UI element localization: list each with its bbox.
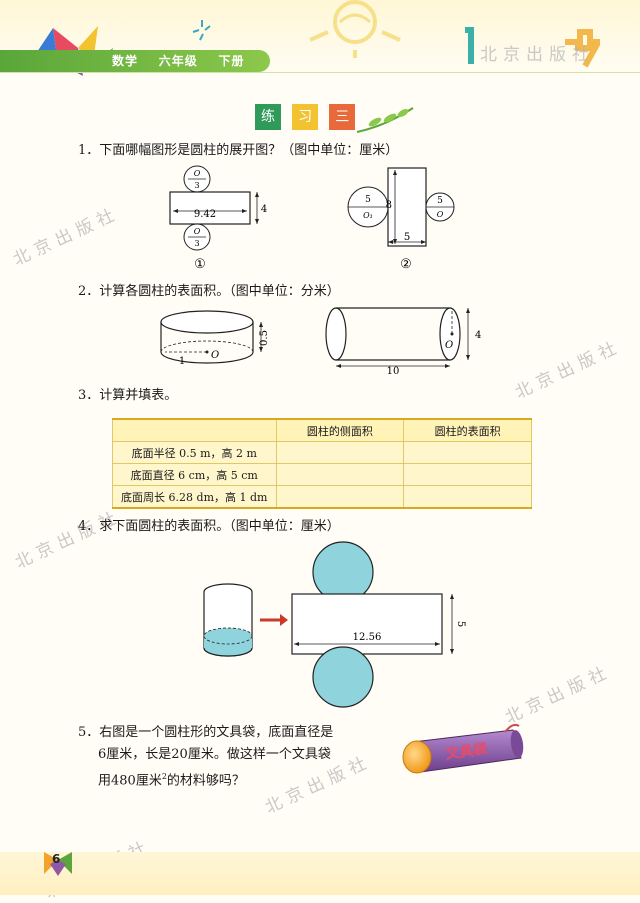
- q1-figure-2: 5 O₁ 5 O 8 5 ②: [347, 167, 455, 272]
- fig2-left-radius: 5: [365, 195, 371, 205]
- watermark: 北京出版社: [480, 45, 595, 65]
- section-title-char: 习: [292, 104, 319, 130]
- sun-icon: [309, 0, 401, 58]
- table-row-label: 底面直径 6 cm，高 5 cm: [112, 463, 277, 486]
- table-row: 底面半径 0.5 m，高 2 m: [112, 441, 532, 464]
- question-5-text: 5．右图是一个圆柱形的文具袋，底面直径是 6厘米，长是20厘米。做这样一个文具袋…: [78, 722, 333, 792]
- question-1-text: 1．下面哪幅图形是圆柱的展开图？（图中单位：厘米）: [78, 143, 399, 158]
- table-header-cell: 圆柱的表面积: [403, 418, 532, 442]
- header-grade: 六年级: [158, 54, 198, 68]
- watermark: 北京出版社: [512, 336, 625, 404]
- header-term: 下册: [218, 54, 245, 68]
- q5-line-1: 5．右图是一个圆柱形的文具袋，底面直径是: [78, 725, 334, 740]
- answer-cell[interactable]: [275, 485, 405, 509]
- section-title: 练 习 三: [255, 104, 356, 130]
- cyl2-center: O: [445, 340, 453, 351]
- q4-width: 12.56: [353, 632, 382, 643]
- section-title-char: 三: [329, 104, 356, 130]
- cyl2-diameter: 4: [475, 330, 481, 341]
- fig1-top-denominator: 3: [194, 181, 199, 190]
- watermark: 北京出版社: [10, 203, 123, 271]
- answer-cell[interactable]: [275, 441, 405, 464]
- fig2-height: 8: [386, 200, 392, 211]
- footer-band: [0, 852, 640, 895]
- watermark: 北京出版社: [12, 506, 125, 574]
- fig1-bottom-numerator: O: [194, 227, 201, 236]
- fig2-width: 5: [404, 232, 410, 243]
- cyl1-height: 0.5: [259, 330, 270, 346]
- q5-superscript: 2: [161, 772, 167, 781]
- table-row: 底面周长 6.28 dm，高 1 dm: [112, 485, 532, 509]
- table-row: 底面直径 6 cm，高 5 cm: [112, 463, 532, 486]
- table-row-label: 底面半径 0.5 m，高 2 m: [112, 441, 277, 464]
- q2-cylinder-1: O 1 0.5: [160, 310, 270, 367]
- cyl2-length: 10: [387, 366, 400, 377]
- fig2-right-center: O: [437, 210, 444, 219]
- fig1-top-numerator: O: [194, 169, 201, 178]
- answer-cell[interactable]: [403, 463, 532, 486]
- question-2-text: 2．计算各圆柱的表面积。（图中单位：分米）: [78, 284, 340, 299]
- answer-cell[interactable]: [275, 463, 405, 486]
- q1-figure-1: O 3 9.42 4 O 3 ①: [169, 165, 267, 272]
- decor-numbers: [465, 27, 601, 68]
- page-number-badge: [44, 852, 72, 876]
- table-header-cell: [112, 418, 277, 442]
- fill-table: 圆柱的侧面积 圆柱的表面积 底面半径 0.5 m，高 2 m 底面直径 6 cm…: [112, 418, 532, 509]
- answer-cell[interactable]: [403, 485, 532, 509]
- q2-cylinder-2: O 4 10: [325, 307, 481, 377]
- q5-line-3: 用480厘米2的材料够吗？: [78, 766, 333, 792]
- sparkle-icon: [192, 20, 211, 41]
- fig1-label: ①: [194, 257, 206, 272]
- question-3-text: 3．计算并填表。: [78, 388, 178, 403]
- pencil-case-image: 文具袋: [402, 723, 524, 774]
- section-title-char: 练: [255, 104, 281, 130]
- table-header-row: 圆柱的侧面积 圆柱的表面积: [112, 418, 532, 442]
- fig2-label: ②: [400, 257, 412, 272]
- q4-figure: 12.56 5: [203, 541, 466, 708]
- table-row-label: 底面周长 6.28 dm，高 1 dm: [112, 485, 277, 509]
- fig2-left-center: O₁: [363, 211, 373, 220]
- cyl1-center: O: [211, 350, 219, 361]
- header-book: 数学: [112, 54, 139, 68]
- header-divider: [0, 72, 640, 73]
- fig1-height: 4: [261, 204, 267, 215]
- cyl1-radius: 1: [179, 356, 185, 367]
- leaf-icon: [356, 107, 414, 133]
- q5-line-2: 6厘米，长是20厘米。做这样一个文具袋: [98, 747, 331, 762]
- q5-line-3-a: 用480厘米: [98, 773, 162, 789]
- table-header-cell: 圆柱的侧面积: [275, 418, 405, 442]
- q4-height: 5: [455, 621, 466, 627]
- question-4-text: 4．求下面圆柱的表面积。（图中单位：厘米）: [78, 519, 340, 534]
- fig1-width: 9.42: [194, 209, 216, 220]
- page-number: 6: [52, 852, 61, 866]
- header-banner: [0, 50, 270, 72]
- pencil-case-label: 文具袋: [444, 740, 489, 763]
- answer-cell[interactable]: [403, 441, 532, 464]
- q5-line-3-b: 的材料够吗？: [166, 773, 245, 789]
- fig2-right-radius: 5: [437, 196, 443, 206]
- fig1-bottom-denominator: 3: [194, 239, 199, 248]
- header-title: 数学 六年级 下册: [112, 52, 244, 69]
